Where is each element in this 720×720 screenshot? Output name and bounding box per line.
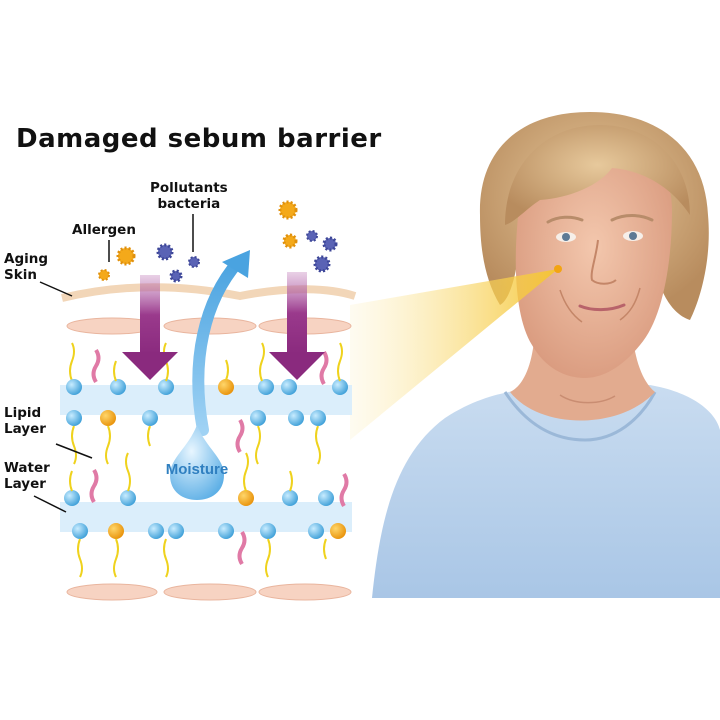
skin-cells-bottom bbox=[66, 583, 352, 601]
highlight-beam bbox=[350, 269, 558, 440]
highlight-point bbox=[554, 265, 562, 273]
lipid-row-4 bbox=[72, 523, 346, 578]
diagram-title: Damaged sebum barrier bbox=[16, 124, 382, 154]
shirt-collar bbox=[503, 391, 657, 442]
aging-skin-surface bbox=[61, 283, 357, 302]
woman-portrait bbox=[372, 112, 720, 598]
aging-skin-pointer bbox=[39, 281, 73, 297]
pollutants-bacteria-label: Pollutants bacteria bbox=[150, 180, 228, 212]
pollutant-arrow-down bbox=[269, 272, 325, 380]
nose bbox=[590, 239, 617, 285]
mouth bbox=[578, 303, 626, 312]
skin-cells-top bbox=[66, 317, 352, 335]
water-band-lower bbox=[60, 502, 352, 532]
aging-skin-label: Aging Skin bbox=[4, 251, 49, 283]
moisture-label: Moisture bbox=[166, 461, 229, 478]
allergen-label: Allergen bbox=[72, 222, 136, 238]
lipid-molecules bbox=[64, 342, 349, 578]
lipid-row-3 bbox=[64, 452, 349, 508]
water-layer-pointer bbox=[33, 495, 67, 513]
lipid-row-2 bbox=[66, 410, 326, 465]
pollutant-particles bbox=[156, 230, 338, 283]
hair-fringe bbox=[505, 125, 690, 225]
moisture-droplet bbox=[170, 425, 224, 500]
lipid-layer-pointer bbox=[55, 443, 93, 459]
shirt bbox=[372, 385, 720, 598]
water-layer-label: Water Layer bbox=[4, 460, 50, 492]
lipid-layer-label: Lipid Layer bbox=[4, 405, 46, 437]
allergen-arrow-down bbox=[122, 275, 178, 380]
moisture-escape-arrow bbox=[192, 250, 250, 436]
allergen-particles bbox=[98, 200, 298, 281]
lipid-row-1 bbox=[66, 342, 348, 395]
